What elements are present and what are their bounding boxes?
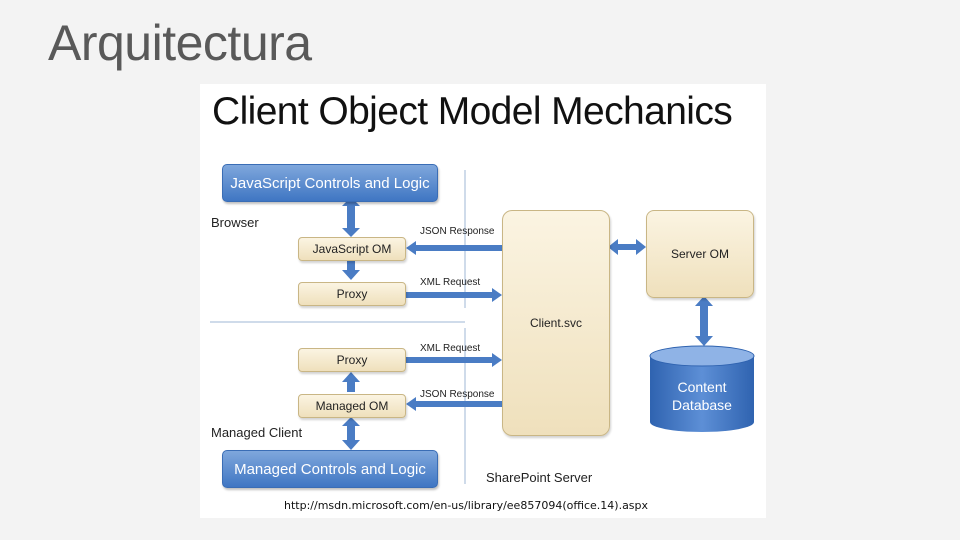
json-response-bottom-label: JSON Response: [420, 389, 495, 400]
arrow-json-response-top: [406, 241, 502, 255]
arrow-xml-request-top: [406, 288, 502, 302]
content-database-label: Content Database: [650, 378, 754, 414]
server-om-box: Server OM: [646, 210, 754, 298]
arrow-clientsvc-serverom: [608, 239, 646, 255]
browser-label: Browser: [211, 215, 259, 230]
arrow-jscontrols-jsom: [342, 197, 360, 237]
proxy-browser-box: Proxy: [298, 282, 406, 306]
js-controls-box: JavaScript Controls and Logic: [222, 164, 438, 202]
slide-title: Arquitectura: [48, 15, 312, 71]
connector-layer: [210, 170, 755, 484]
json-response-top-label: JSON Response: [420, 226, 495, 237]
sharepoint-server-label: SharePoint Server: [486, 470, 593, 485]
xml-request-bottom-label: XML Request: [420, 343, 481, 354]
arrow-managedom-controls: [342, 417, 360, 450]
managed-controls-box: Managed Controls and Logic: [222, 450, 438, 488]
managed-om-box: Managed OM: [298, 394, 406, 418]
javascript-om-box: JavaScript OM: [298, 237, 406, 261]
arrow-json-response-bottom: [406, 397, 502, 411]
diagram-title: Client Object Model Mechanics: [212, 90, 733, 133]
arrow-xml-request-bottom: [406, 353, 502, 367]
arrow-proxy-managedom: [342, 372, 360, 392]
content-database-line2: Database: [672, 397, 732, 413]
diagram-panel: Client Object Model Mechanics: [200, 84, 766, 518]
content-database-line1: Content: [677, 379, 727, 395]
source-url: http://msdn.microsoft.com/en-us/library/…: [284, 499, 649, 512]
client-svc-box: Client.svc: [502, 210, 610, 436]
arrow-serverom-database: [695, 296, 713, 346]
arrow-jsom-proxy: [342, 260, 360, 280]
content-database-cylinder: [649, 345, 755, 432]
managed-client-label: Managed Client: [211, 425, 303, 440]
proxy-managed-box: Proxy: [298, 348, 406, 372]
xml-request-top-label: XML Request: [420, 277, 481, 288]
